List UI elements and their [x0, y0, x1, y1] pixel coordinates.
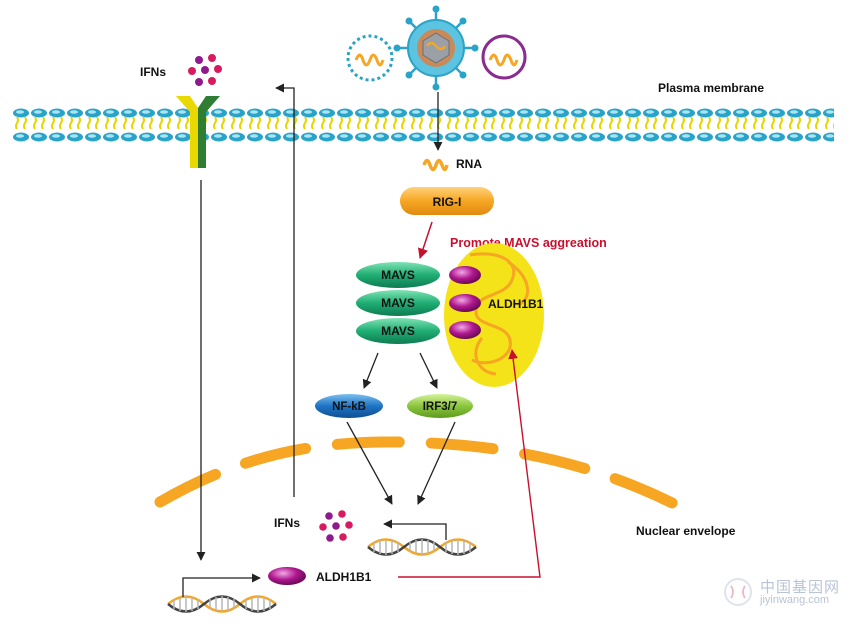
ifns-nucleus-dots: [319, 510, 353, 542]
promote-aggregation-label: Promote MAVS aggreation: [450, 236, 607, 250]
ifn-gene-dna: [366, 537, 478, 557]
rna-label: RNA: [456, 157, 482, 171]
irf-to-gene-arrow: [417, 421, 456, 505]
mavs-to-irf-arrow: [419, 352, 438, 389]
irf-label: IRF3/7: [423, 401, 458, 413]
mavs-node-1: MAVS: [356, 262, 440, 288]
nfkb-label: NF-kB: [332, 401, 366, 413]
nuclear-envelope: [154, 436, 696, 518]
watermark: 中国基因网 jiyinwang.com: [720, 574, 845, 610]
mitochondrion: [444, 243, 544, 387]
rna-icon: [422, 158, 449, 172]
rig-i-to-mavs-arrow: [418, 221, 433, 259]
aldh1b1-mito-1: [449, 266, 481, 284]
aldh1b1-gene-promoter-arrow: [182, 573, 261, 597]
watermark-en: jiyinwang.com: [760, 594, 830, 606]
plasma-membrane: [12, 107, 834, 143]
ifns-nucleus-label: IFNs: [274, 516, 300, 530]
mavs-to-nfkb-arrow: [362, 352, 379, 389]
virus-left-icon: [346, 34, 394, 82]
aldh1b1-mito-3: [449, 321, 481, 339]
watermark-cn: 中国基因网: [760, 578, 841, 596]
watermark-logo-icon: [724, 578, 752, 606]
mavs-label-2: MAVS: [381, 296, 415, 310]
aldh1b1-mito-label: ALDH1B1: [488, 297, 544, 311]
nuclear-envelope-label: Nuclear envelope: [636, 524, 736, 538]
rig-i-label: RIG-I: [433, 195, 462, 209]
ifns-top-label: IFNs: [140, 65, 166, 79]
nfkb-node: [315, 394, 383, 418]
ifn-gene-promoter-arrow: [383, 519, 447, 540]
ifn-receptor-icon: [176, 96, 220, 168]
virus-right-icon: [481, 34, 527, 80]
aldh1b1-feedback-arrow: [398, 349, 541, 578]
virus-center-icon: [393, 5, 479, 91]
mavs-node-2: MAVS: [356, 290, 440, 316]
aldh1b1-nucleus-label: ALDH1B1: [316, 570, 372, 584]
ifns-top-dots: [188, 54, 222, 86]
ifn-secretion-arrow: [275, 83, 295, 497]
plasma-membrane-label: Plasma membrane: [658, 81, 764, 95]
mavs-label-1: MAVS: [381, 268, 415, 282]
mavs-label-3: MAVS: [381, 324, 415, 338]
mavs-node-3: MAVS: [356, 318, 440, 344]
nfkb-to-gene-arrow: [346, 421, 393, 505]
rig-i-node: [400, 187, 494, 215]
irf-node: [407, 394, 473, 418]
aldh1b1-protein-icon: [268, 567, 306, 585]
aldh1b1-gene-dna: [166, 594, 278, 614]
aldh1b1-mito-2: [449, 294, 481, 312]
